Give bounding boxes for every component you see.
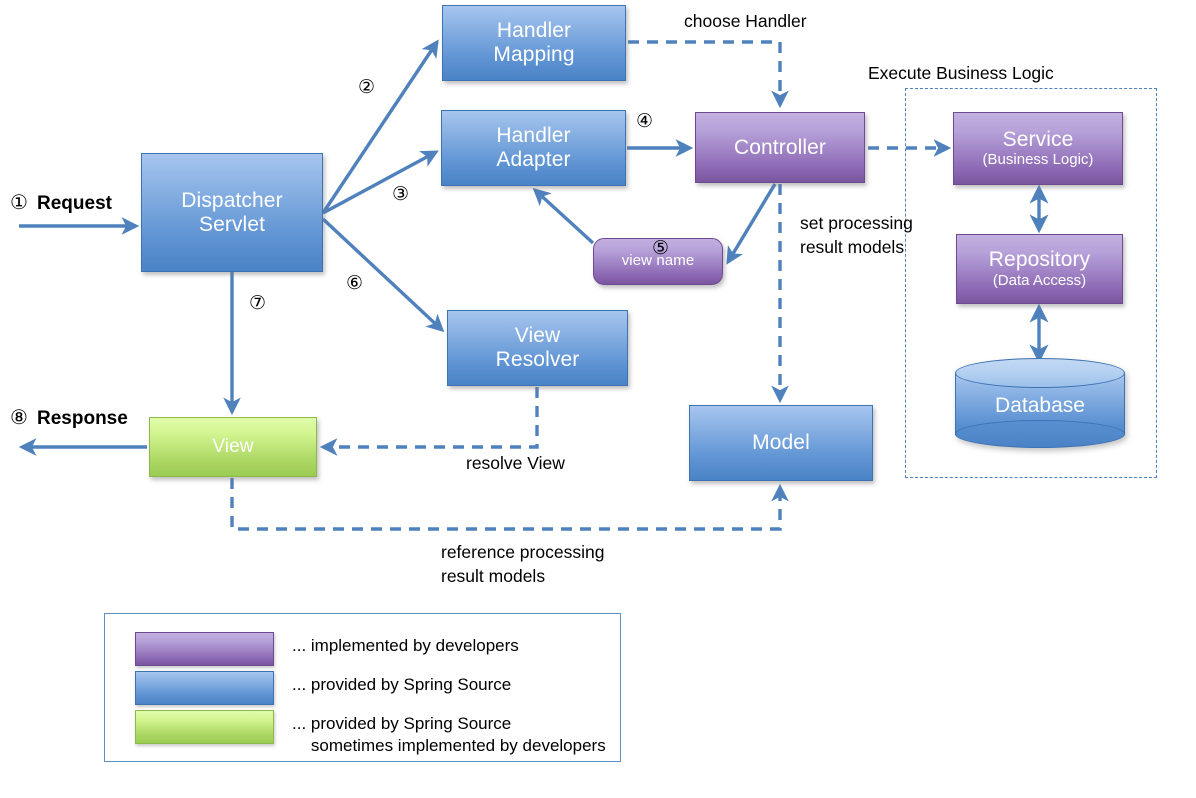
node-dispatcher-servlet[interactable]: Dispatcher Servlet bbox=[141, 153, 323, 272]
node-label-line2: Adapter bbox=[496, 148, 571, 171]
node-handler-adapter[interactable]: Handler Adapter bbox=[441, 110, 626, 186]
dashed-choose-handler bbox=[628, 40, 789, 109]
node-label-line1: View bbox=[514, 324, 561, 348]
node-label-line2: (Data Access) bbox=[992, 271, 1087, 289]
step-number-8: ⑧ bbox=[10, 407, 28, 429]
node-service[interactable]: Service (Business Logic) bbox=[953, 112, 1123, 185]
label-execute-business-logic: Execute Business Logic bbox=[868, 63, 1054, 83]
legend-label: ... provided by Spring Source sometimes … bbox=[292, 714, 606, 756]
label-resolve-view: resolve View bbox=[466, 453, 565, 473]
dashed-resolve-view bbox=[319, 387, 539, 456]
step-number-4: ④ bbox=[636, 111, 654, 132]
label-request: Request bbox=[37, 193, 112, 214]
step-number-2: ② bbox=[358, 77, 376, 98]
legend-item: ... implemented by developers bbox=[135, 632, 519, 666]
node-label-line1: View bbox=[212, 436, 254, 458]
node-label-line1: Service bbox=[1002, 127, 1074, 151]
step-number-6: ⑥ bbox=[346, 273, 364, 294]
legend-panel: ... implemented by developers ... provid… bbox=[104, 613, 621, 762]
label-reference-processing-result-models: reference processing result models bbox=[441, 542, 605, 587]
cylinder-bottom bbox=[955, 420, 1125, 448]
legend-item: ... provided by Spring Source sometimes … bbox=[135, 710, 606, 757]
legend-swatch-blue bbox=[135, 671, 274, 705]
arrow-5-view-name bbox=[726, 183, 777, 265]
label-choose-handler: choose Handler bbox=[684, 11, 807, 31]
node-label-line1: Handler bbox=[496, 19, 572, 43]
business-logic-container bbox=[905, 88, 1157, 478]
node-label-line1: Dispatcher bbox=[181, 188, 283, 212]
node-model[interactable]: Model bbox=[689, 405, 873, 481]
legend-label: ... implemented by developers bbox=[292, 636, 519, 655]
node-controller[interactable]: Controller bbox=[695, 112, 865, 183]
arrow-view-name-to-handler-adapter bbox=[532, 187, 595, 245]
node-label-line1: view name bbox=[621, 252, 695, 270]
node-label-line1: Controller bbox=[733, 135, 827, 159]
cylinder-top bbox=[955, 358, 1125, 388]
label-set-processing-result-models: set processing result models bbox=[800, 213, 913, 258]
step-number-1: ① bbox=[10, 192, 28, 214]
node-label-line2: Servlet bbox=[198, 212, 266, 236]
arrow-3-handler-adapter bbox=[322, 150, 439, 215]
node-database[interactable]: Database bbox=[955, 358, 1125, 448]
legend-swatch-green bbox=[135, 710, 274, 744]
node-label-line1: Model bbox=[752, 431, 810, 455]
node-handler-mapping[interactable]: Handler Mapping bbox=[442, 5, 626, 81]
node-label-line1: Database bbox=[995, 394, 1085, 417]
step-number-5: ⑤ bbox=[652, 238, 670, 259]
label-response: Response bbox=[37, 408, 128, 429]
step-number-3: ③ bbox=[392, 184, 410, 205]
legend-item: ... provided by Spring Source bbox=[135, 671, 511, 705]
node-view-resolver[interactable]: View Resolver bbox=[447, 310, 628, 386]
arrow-2-handler-mapping bbox=[321, 39, 439, 214]
node-view[interactable]: View bbox=[149, 417, 317, 477]
step-number-7: ⑦ bbox=[249, 293, 267, 314]
node-view-name[interactable]: view name bbox=[593, 238, 723, 285]
node-label-line2: Mapping bbox=[493, 43, 575, 66]
node-label-line2: Resolver bbox=[495, 348, 580, 371]
node-label-line1: Handler bbox=[496, 124, 571, 148]
arrow-6-view-resolver bbox=[321, 217, 445, 333]
node-label-line1: Repository bbox=[988, 248, 1091, 272]
dashed-reference-processing-result-models bbox=[230, 478, 789, 531]
node-repository[interactable]: Repository (Data Access) bbox=[956, 234, 1123, 304]
legend-label: ... provided by Spring Source bbox=[292, 675, 512, 694]
legend-swatch-purple bbox=[135, 632, 274, 666]
node-label-line2: (Business Logic) bbox=[982, 151, 1094, 169]
